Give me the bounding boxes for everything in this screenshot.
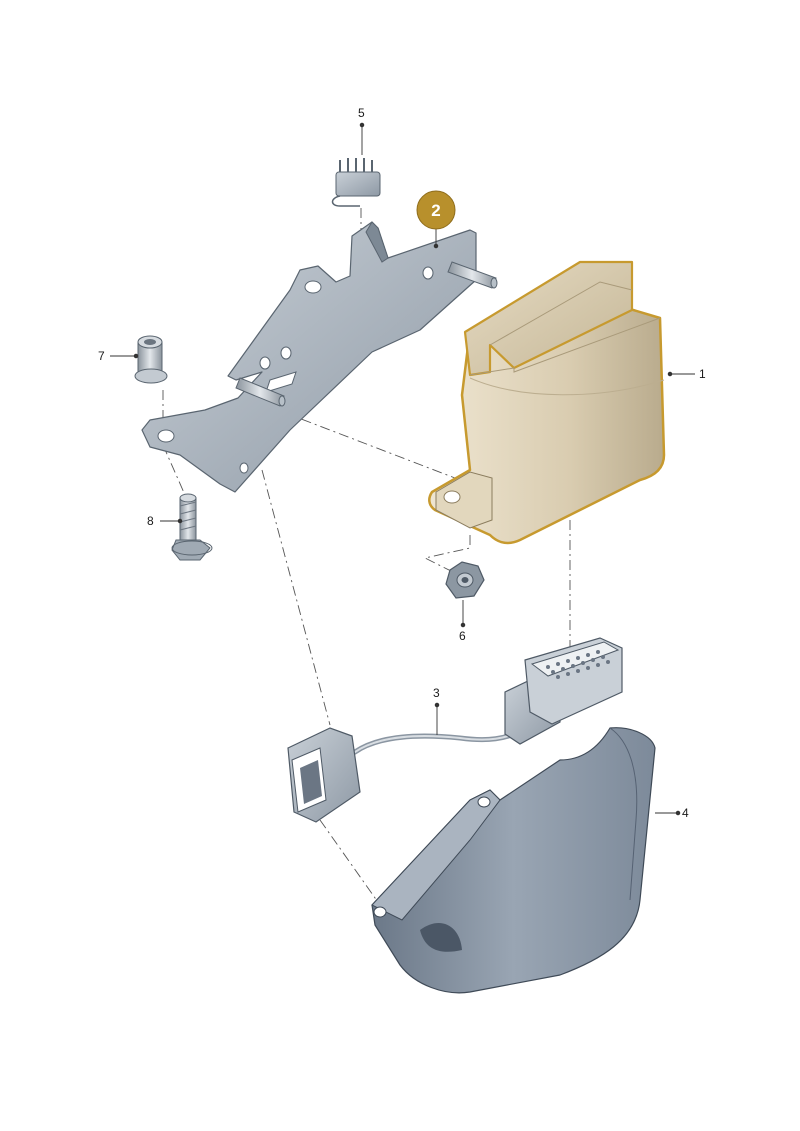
bracket-hole [259, 356, 271, 370]
bracket-flange [365, 221, 389, 263]
rivet-nut[interactable] [134, 335, 168, 384]
bracket-hole [239, 462, 249, 474]
bracket-hole [280, 346, 292, 360]
bracket-stud [235, 377, 286, 407]
bracket-stud [447, 261, 498, 289]
bracket-hole [157, 429, 175, 443]
callout-7: 7 [98, 349, 105, 363]
sensor-with-cable[interactable] [287, 637, 623, 823]
callout-6: 6 [459, 629, 466, 643]
bracket-plate [141, 221, 477, 493]
callout-8: 8 [147, 514, 154, 528]
control-unit-mount-tab [435, 471, 493, 529]
bolt[interactable] [171, 493, 213, 561]
bracket-slot [265, 371, 297, 393]
callout-5: 5 [358, 106, 365, 120]
callout-2: 2 [431, 201, 440, 220]
leader-lines [110, 122, 695, 816]
callout-4: 4 [682, 806, 689, 820]
highlighted-part-badge[interactable]: 2 [416, 190, 456, 230]
connector-pins [546, 650, 610, 679]
mounting-bracket[interactable] [141, 221, 498, 493]
nut[interactable] [445, 561, 485, 599]
callout-1: 1 [699, 367, 706, 381]
callout-labels: 1 3 4 5 6 7 8 [98, 106, 706, 820]
control-unit[interactable] [428, 260, 666, 545]
cover[interactable] [371, 727, 656, 994]
connector-clip[interactable] [331, 158, 381, 207]
assembly-lines [162, 208, 571, 906]
callout-3: 3 [433, 686, 440, 700]
cover-flange [371, 789, 501, 921]
bracket-hole [422, 266, 434, 280]
bracket-hole [304, 280, 322, 294]
